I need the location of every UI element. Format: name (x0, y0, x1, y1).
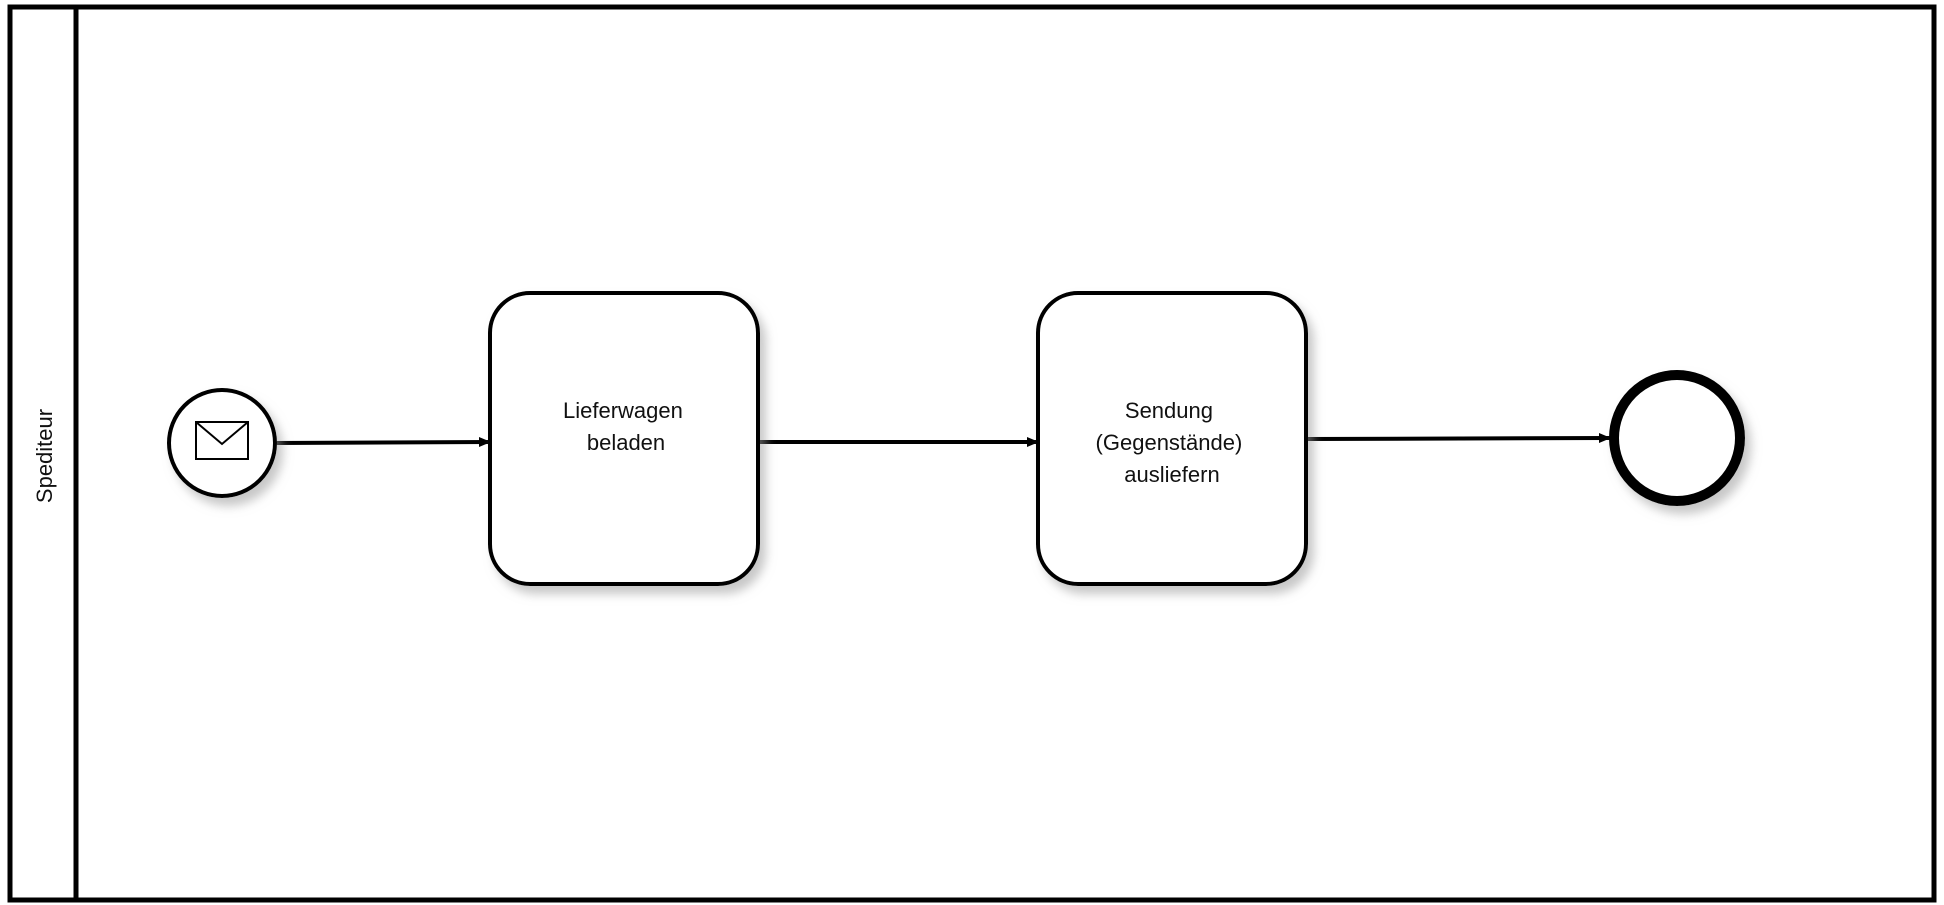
task-lieferwagen-beladen[interactable]: Lieferwagen beladen (488, 291, 760, 586)
task-sendung-ausliefern[interactable]: Sendung (Gegenstände) ausliefern (1036, 291, 1308, 586)
message-start-event[interactable] (167, 388, 277, 498)
sequence-flows (275, 433, 1611, 448)
task-2-label: Sendung (Gegenstände) ausliefern (1096, 398, 1249, 487)
end-event[interactable] (1609, 370, 1745, 506)
sequence-flow-start-to-task1[interactable] (275, 437, 491, 448)
lane-label: Spediteur (32, 409, 57, 503)
task-1-label: Lieferwagen beladen (563, 398, 689, 455)
sequence-flow-task2-to-end[interactable] (1307, 433, 1611, 444)
envelope-icon (195, 421, 249, 460)
